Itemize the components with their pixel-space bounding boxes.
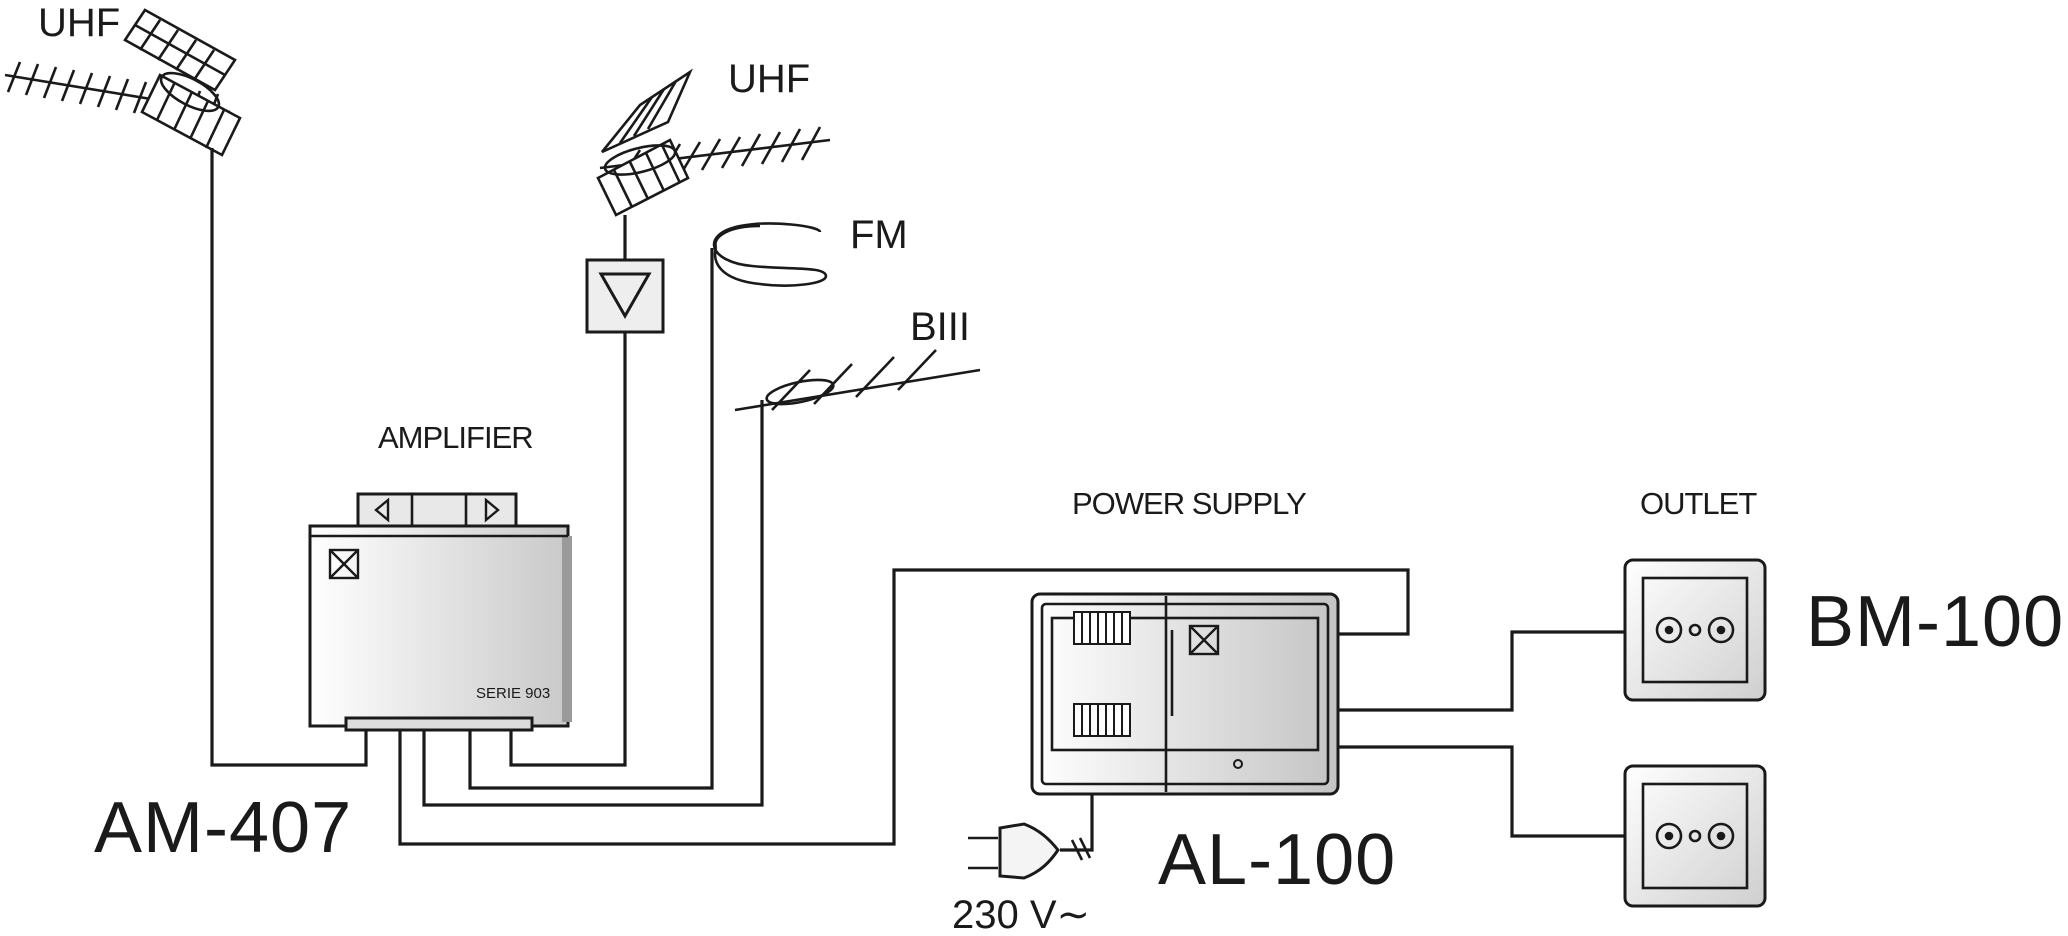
fm-label: FM <box>850 213 908 257</box>
power-supply-label: POWER SUPPLY <box>1072 486 1306 521</box>
serie-label: SERIE 903 <box>476 685 550 702</box>
indicator-led <box>1233 759 1243 769</box>
triangle-amplifier-icon <box>598 272 652 320</box>
biii-label: BIII <box>910 305 970 349</box>
outlet-top: OUTLET <box>1623 486 1767 702</box>
biii-antenna: BIII <box>734 305 981 412</box>
outlet-label: OUTLET <box>1640 486 1757 521</box>
uhf-antenna-left: UHF <box>4 1 242 157</box>
hourglass-logo-icon <box>328 548 360 580</box>
coax-socket-icon <box>1655 616 1735 644</box>
coax-cables <box>210 148 1625 852</box>
fm-antenna: FM <box>712 213 908 287</box>
amplifier-label: AMPLIFIER <box>378 420 533 455</box>
am-model-label: AM-407 <box>94 788 352 868</box>
hourglass-logo-icon <box>1188 624 1220 656</box>
al-model-label: AL-100 <box>1158 820 1396 900</box>
outlet-bottom <box>1623 764 1767 908</box>
terminal-block-top <box>1073 611 1131 645</box>
uhf-antenna-right: UHF <box>596 57 831 217</box>
power-plug-icon: 230 V∼ <box>952 822 1092 936</box>
terminal-block-bottom <box>1073 703 1131 737</box>
power-supply-al-100: POWER SUPPLY <box>1030 486 1396 900</box>
uhf-right-label: UHF <box>728 57 810 101</box>
mains-voltage-label: 230 V∼ <box>952 893 1090 936</box>
coax-socket-icon <box>1655 822 1735 850</box>
uhf-left-label: UHF <box>38 1 120 45</box>
mast-amplifier <box>585 258 665 334</box>
amplifier-am-407: AMPLIFIER SERIE 903 AM-407 <box>94 420 572 868</box>
bm-model-label: BM-100 <box>1806 582 2064 662</box>
